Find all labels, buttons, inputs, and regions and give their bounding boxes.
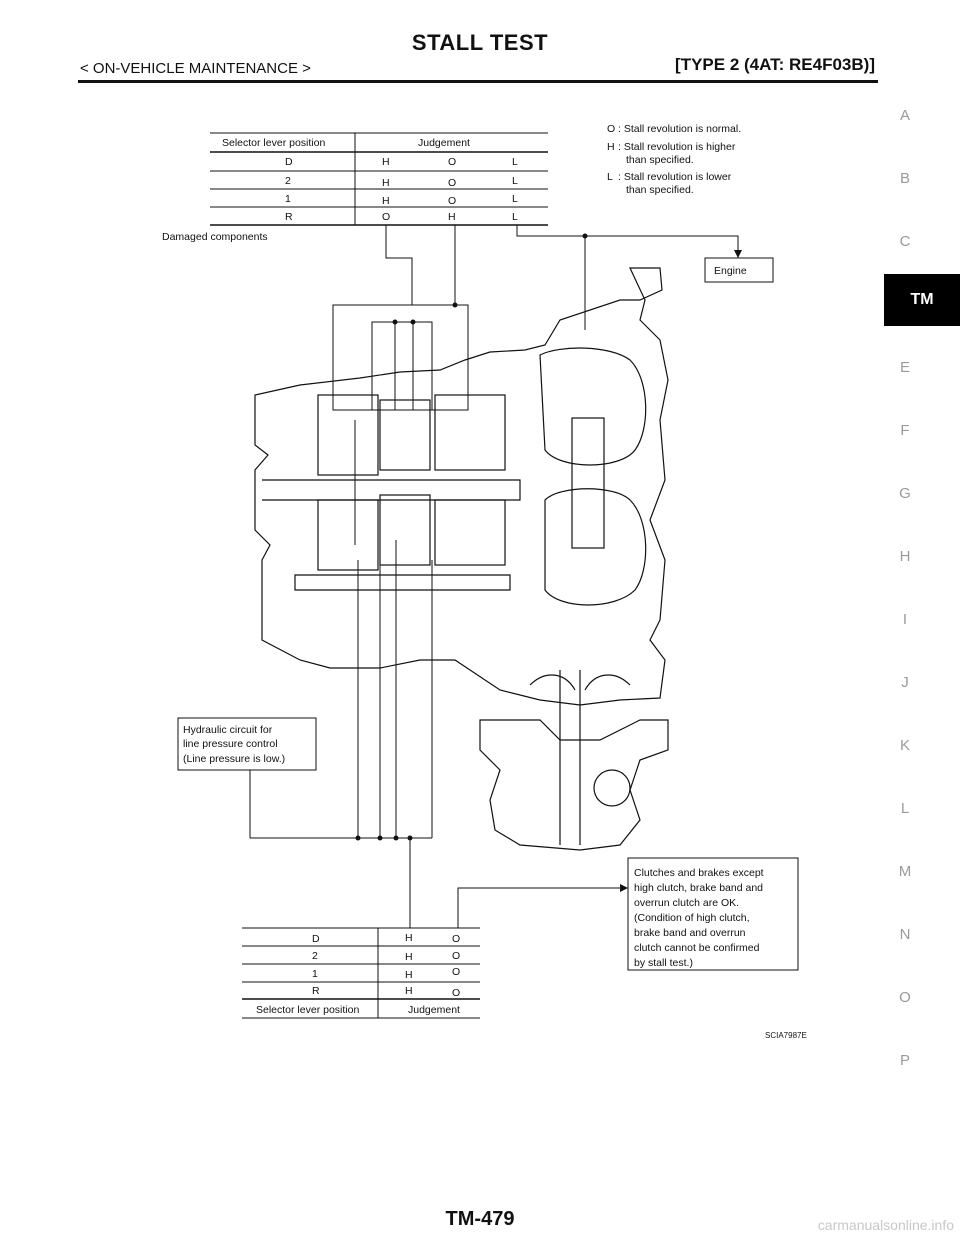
bottom-row-r-j2: O <box>452 987 460 999</box>
legend-l-text-1: : Stall revolution is lower <box>618 171 732 183</box>
legend-h-key: H <box>607 141 615 153</box>
side-index-f[interactable]: F <box>900 422 910 439</box>
bottom-row-1-j2: O <box>452 966 460 978</box>
top-row-2-pos: 2 <box>285 175 291 187</box>
legend-h-text-2: than specified. <box>626 154 694 166</box>
engine-box <box>704 257 774 283</box>
side-index-o[interactable]: O <box>899 989 911 1006</box>
bottom-row-2-j1: H <box>405 951 413 963</box>
clutch-line-2: high clutch, brake band and <box>634 882 763 894</box>
top-table-header-judgement: Judgement <box>418 137 470 149</box>
legend-o-text: : Stall revolution is normal. <box>618 123 741 135</box>
side-index-h[interactable]: H <box>899 548 911 565</box>
top-row-r-j2: H <box>448 211 456 223</box>
side-index-a[interactable]: A <box>899 107 910 124</box>
top-row-2-j3: L <box>512 175 518 187</box>
legend-o-key: O <box>607 123 615 135</box>
bottom-row-d-j1: H <box>405 932 413 944</box>
engine-label: Engine <box>714 265 747 277</box>
bottom-row-r-j1: H <box>405 985 413 997</box>
side-index-k[interactable]: K <box>899 737 910 754</box>
top-row-r-j1: O <box>382 211 390 223</box>
bottom-judgement-table <box>242 927 480 1019</box>
model-type-label: [TYPE 2 (4AT: RE4F03B)] <box>675 55 875 74</box>
bottom-row-2-j2: O <box>452 950 460 962</box>
legend: O : Stall revolution is normal. H : Stal… <box>607 123 741 196</box>
bottom-row-2-pos: 2 <box>312 950 318 962</box>
side-index-e[interactable]: E <box>899 359 910 376</box>
side-index-j[interactable]: J <box>901 674 909 691</box>
legend-h-text-1: : Stall revolution is higher <box>618 141 736 153</box>
hydraulic-line-2: line pressure control <box>183 738 278 750</box>
top-row-1-j1: H <box>382 195 390 207</box>
bottom-footer-judgement: Judgement <box>408 1004 460 1016</box>
header-divider <box>78 80 878 83</box>
bottom-row-r-pos: R <box>312 985 320 997</box>
top-row-r-pos: R <box>285 211 293 223</box>
clutch-line-1: Clutches and brakes except <box>634 867 764 879</box>
bottom-footer-position: Selector lever position <box>256 1004 359 1016</box>
side-index-l[interactable]: L <box>900 800 910 817</box>
page-title: STALL TEST <box>411 30 549 55</box>
bottom-row-1-pos: 1 <box>312 968 318 980</box>
top-table-text: Selector lever position Judgement D H O … <box>222 137 518 223</box>
watermark: carmanualsonline.info <box>817 1217 954 1233</box>
side-index-b[interactable]: B <box>899 170 910 187</box>
legend-l-text-2: than specified. <box>626 184 694 196</box>
top-row-2-j1: H <box>382 177 390 189</box>
top-row-d-j1: H <box>382 156 390 168</box>
bottom-row-1-j1: H <box>405 969 413 981</box>
side-index: A B C E F G H I J K L M N O P <box>880 108 930 1116</box>
bottom-row-d-j2: O <box>452 933 460 945</box>
top-leader-lines <box>332 225 739 411</box>
top-row-d-j2: O <box>448 156 456 168</box>
transmission-cross-section <box>254 267 669 851</box>
side-index-p[interactable]: P <box>899 1052 910 1069</box>
clutch-line-7: by stall test.) <box>634 957 693 969</box>
bottom-leader-lines <box>249 420 628 928</box>
top-judgement-table <box>210 132 548 226</box>
clutch-line-3: overrun clutch are OK. <box>634 897 739 909</box>
figure-code: SCIA7987E <box>765 1031 807 1040</box>
top-row-1-j2: O <box>448 195 456 207</box>
arrow-to-engine <box>734 250 742 258</box>
section-label: < ON-VEHICLE MAINTENANCE > <box>80 60 311 77</box>
bottom-row-d-pos: D <box>312 933 320 945</box>
top-row-1-pos: 1 <box>285 193 291 205</box>
clutch-line-5: brake band and overrun <box>634 927 746 939</box>
top-row-d-j3: L <box>512 156 518 168</box>
top-row-d-pos: D <box>285 156 293 168</box>
side-index-m[interactable]: M <box>898 863 912 880</box>
clutch-line-4: (Condition of high clutch, <box>634 912 750 924</box>
arrow-to-clutch-box <box>620 884 628 892</box>
hydraulic-line-3: (Line pressure is low.) <box>183 753 285 765</box>
side-index-g[interactable]: G <box>899 485 911 502</box>
side-index-tm-active-tab[interactable]: TM <box>884 274 960 326</box>
clutch-box-text: Clutches and brakes except high clutch, … <box>634 867 764 969</box>
hydraulic-box-text: Hydraulic circuit for line pressure cont… <box>183 724 285 765</box>
legend-l-key: L <box>607 171 613 183</box>
top-row-1-j3: L <box>512 193 518 205</box>
hydraulic-line-1: Hydraulic circuit for <box>183 724 273 736</box>
side-index-i[interactable]: I <box>902 611 908 628</box>
clutch-box <box>627 857 799 971</box>
page-number: TM-479 <box>445 1208 515 1230</box>
top-row-r-j3: L <box>512 211 518 223</box>
top-row-2-j2: O <box>448 177 456 189</box>
side-index-n[interactable]: N <box>899 926 911 943</box>
side-index-c[interactable]: C <box>899 233 911 250</box>
damaged-components-label: Damaged components <box>162 231 268 243</box>
clutch-line-6: clutch cannot be confirmed <box>634 942 760 954</box>
hydraulic-box <box>177 717 317 771</box>
junction-dots <box>355 233 588 841</box>
bottom-table-text: D H O 2 H O 1 H O R H O Selector lever p… <box>256 932 460 1016</box>
top-table-header-position: Selector lever position <box>222 137 325 149</box>
